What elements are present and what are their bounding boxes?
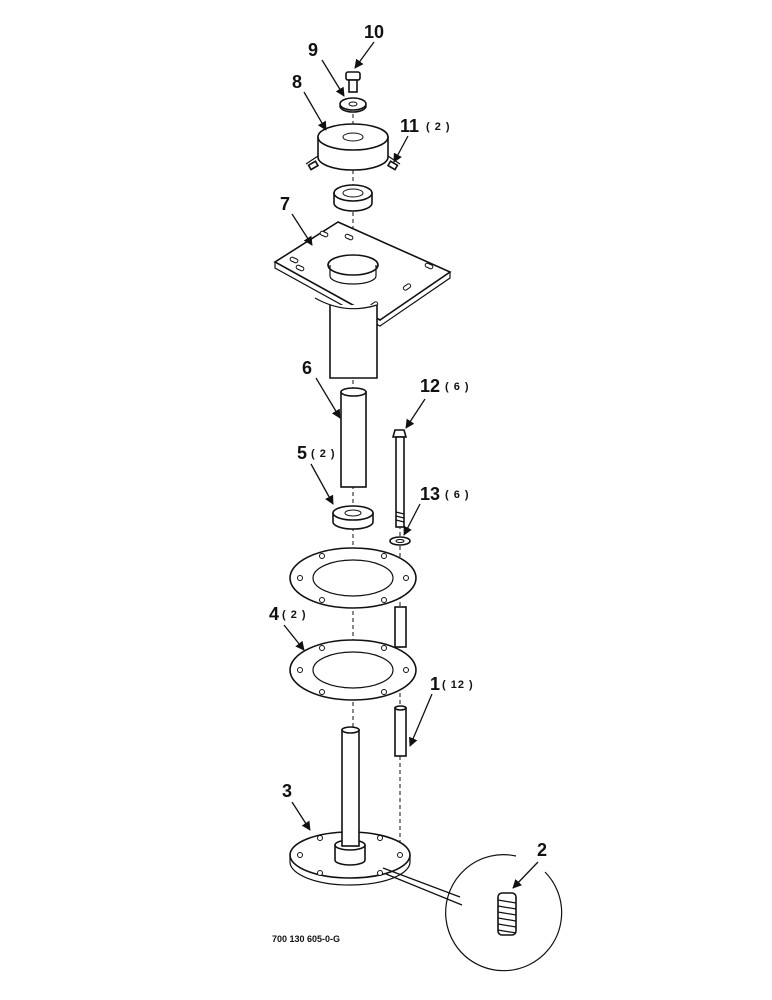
callout-13-qty: ( 6 ) bbox=[445, 489, 470, 501]
callout-12-qty: ( 6 ) bbox=[445, 381, 470, 393]
leader-1 bbox=[409, 693, 433, 747]
callout-5-qty: ( 2 ) bbox=[311, 448, 336, 460]
leader-12 bbox=[405, 398, 426, 429]
callout-7-label: 7 bbox=[280, 194, 290, 214]
part-13-lock-washer bbox=[389, 536, 411, 546]
callout-4-label: 4 bbox=[269, 604, 279, 624]
part-8-bearing-cap bbox=[305, 123, 401, 171]
part-1-spacer bbox=[394, 705, 407, 757]
bearing bbox=[333, 184, 373, 212]
part-10-bolt bbox=[345, 71, 361, 93]
callout-11-qty: ( 2 ) bbox=[426, 121, 451, 133]
leader-10 bbox=[354, 41, 375, 69]
detail-view-circle bbox=[445, 854, 563, 972]
part-4-gasket-upper bbox=[289, 547, 417, 609]
leader-11 bbox=[393, 135, 409, 163]
callout-3-label: 3 bbox=[282, 781, 292, 801]
leader-9 bbox=[321, 59, 345, 97]
callout-12-label: 12 bbox=[420, 376, 440, 396]
detail-leader-line-b bbox=[385, 873, 463, 906]
callout-6-label: 6 bbox=[302, 358, 312, 378]
callout-1-qty: ( 12 ) bbox=[442, 679, 474, 691]
leader-2 bbox=[512, 861, 539, 889]
drawing-code: 700 130 605-0-G bbox=[272, 934, 340, 944]
callout-11-label: 11 bbox=[400, 116, 419, 136]
callout-2-label: 2 bbox=[537, 840, 547, 860]
callout-9-label: 9 bbox=[308, 40, 318, 60]
leader-8 bbox=[303, 91, 327, 131]
part-9-washer bbox=[339, 97, 367, 113]
part-5-bushing bbox=[332, 505, 374, 530]
callout-5-label: 5 bbox=[297, 443, 307, 463]
part-6-spacer-tube bbox=[340, 387, 367, 488]
part-12-bolt bbox=[391, 429, 408, 528]
leader-4 bbox=[283, 624, 305, 651]
leader-5 bbox=[310, 463, 334, 505]
leader-6 bbox=[315, 377, 341, 419]
spacer-sleeve-upper bbox=[394, 606, 407, 648]
callout-4-qty: ( 2 ) bbox=[282, 609, 307, 621]
callout-1-label: 1 bbox=[430, 674, 440, 694]
part-7-mounting-plate bbox=[273, 221, 452, 379]
callout-13-label: 13 bbox=[420, 484, 440, 504]
part-2-set-screw bbox=[497, 892, 517, 936]
leader-3 bbox=[291, 801, 311, 831]
part-3-shaft-base bbox=[289, 726, 411, 886]
leader-13 bbox=[403, 503, 421, 536]
callout-8-label: 8 bbox=[292, 72, 302, 92]
callout-10-label: 10 bbox=[364, 22, 384, 42]
part-4-gasket-lower bbox=[289, 639, 417, 701]
detail-leader-line-a bbox=[382, 867, 461, 898]
leader-7 bbox=[291, 213, 313, 246]
